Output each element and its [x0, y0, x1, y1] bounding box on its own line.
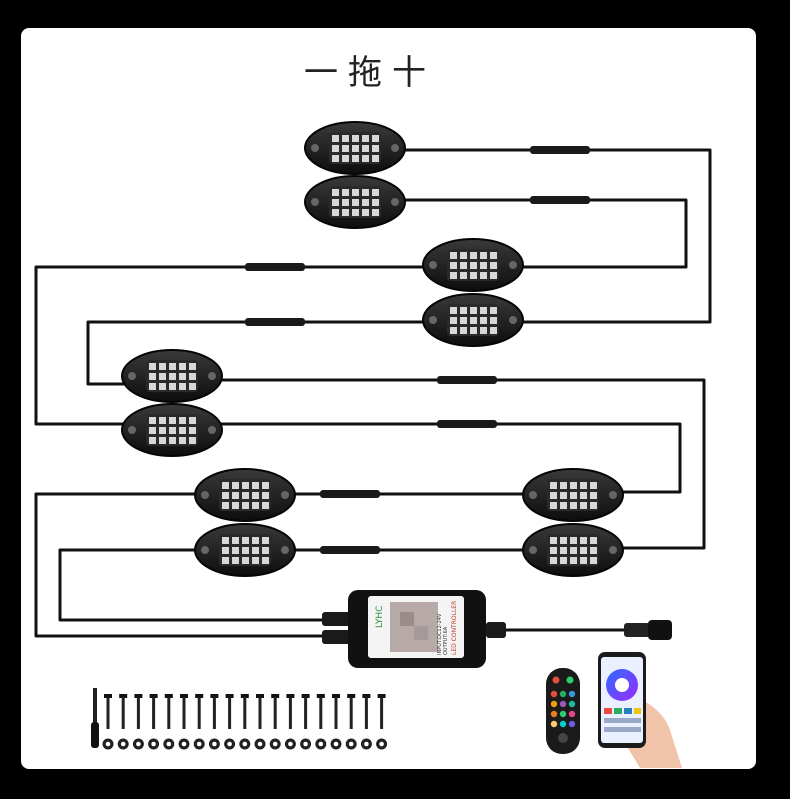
nut-icon	[117, 738, 129, 750]
mounting-screws	[104, 694, 386, 729]
mounting-nuts	[102, 738, 388, 750]
nut-icon	[132, 738, 144, 750]
nut-icon	[239, 738, 251, 750]
led-pod	[304, 121, 406, 175]
screw-icon	[149, 694, 158, 729]
controller-spec-2: INPUT:DC12-24V	[437, 613, 443, 655]
nut-icon	[284, 738, 296, 750]
power-jack-icon	[624, 620, 672, 640]
led-pod	[194, 468, 296, 522]
wire-connectors	[245, 146, 590, 644]
screw-icon	[301, 694, 310, 729]
screw-icon	[119, 694, 128, 729]
screw-icon	[180, 694, 188, 729]
led-pod	[121, 349, 223, 403]
controller-spec-1: OUTPUT:6A	[443, 626, 449, 655]
nut-icon	[208, 738, 220, 750]
screw-icon	[210, 694, 219, 729]
screw-icon	[256, 694, 264, 729]
led-controller: LYHC LED CONTROLLER OUTPUT:6A INPUT:DC12…	[348, 590, 486, 668]
led-pod	[194, 523, 296, 577]
screw-icon	[332, 694, 340, 729]
screw-icon	[104, 694, 112, 729]
screwdriver-icon	[91, 688, 99, 748]
led-pod	[422, 293, 524, 347]
screw-icon	[225, 694, 234, 729]
nut-icon	[376, 738, 388, 750]
nut-icon	[224, 738, 236, 750]
nut-icon	[300, 738, 312, 750]
nut-icon	[315, 738, 327, 750]
screw-icon	[271, 694, 280, 729]
nut-icon	[163, 738, 175, 750]
nut-icon	[254, 738, 266, 750]
led-pod	[522, 523, 624, 577]
screw-icon	[377, 694, 386, 729]
nut-icon	[345, 738, 357, 750]
screw-icon	[164, 694, 173, 729]
nut-icon	[102, 738, 114, 750]
led-pods	[121, 121, 624, 577]
nut-icon	[148, 738, 160, 750]
screw-icon	[134, 694, 143, 729]
screw-icon	[286, 694, 295, 729]
led-pod	[422, 238, 524, 292]
screw-icon	[347, 694, 356, 729]
led-pod	[522, 468, 624, 522]
screw-icon	[362, 694, 371, 729]
led-pod	[304, 175, 406, 229]
remote-control-icon	[546, 668, 580, 754]
controller-brand: LYHC	[375, 606, 385, 628]
phone-app-icon	[598, 652, 682, 768]
nut-icon	[269, 738, 281, 750]
led-pod	[121, 403, 223, 457]
product-title: 一拖十	[304, 53, 436, 93]
screw-icon	[195, 694, 204, 729]
controller-label: LED CONTROLLER	[451, 601, 458, 655]
nut-icon	[360, 738, 372, 750]
screw-icon	[316, 694, 325, 729]
nut-icon	[193, 738, 205, 750]
screw-icon	[240, 694, 249, 729]
nut-icon	[330, 738, 342, 750]
nut-icon	[178, 738, 190, 750]
